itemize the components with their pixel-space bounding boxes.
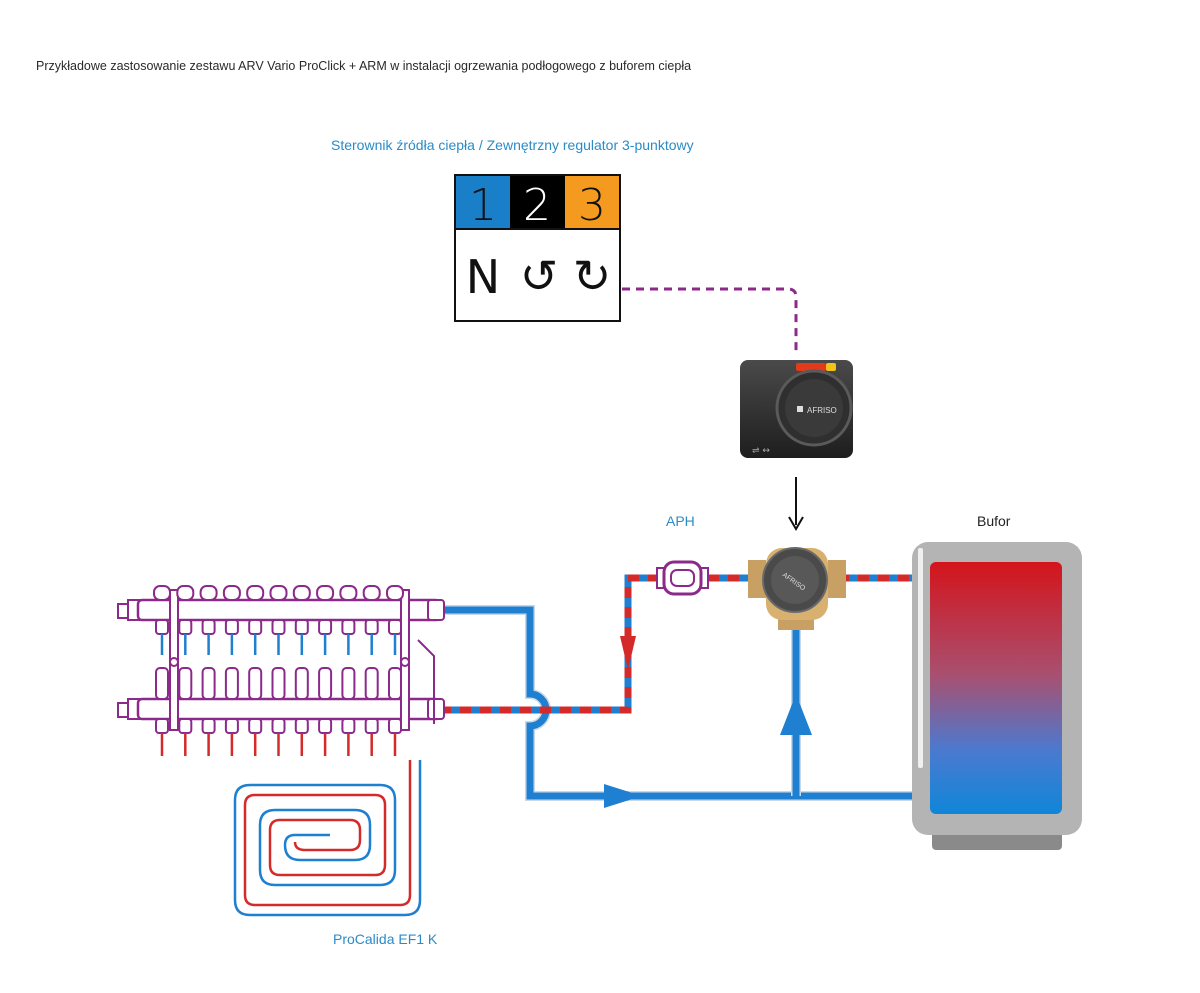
signal-line: [622, 287, 798, 355]
neutral-symbol: N: [466, 250, 500, 304]
rotate-right-icon: ↻: [573, 249, 612, 303]
actuator-brand: AFRISO: [807, 406, 837, 415]
svg-text:⇌ ↔: ⇌ ↔: [752, 446, 770, 456]
flow-arrow-right: [604, 784, 642, 808]
terminal-1-bg: [456, 176, 510, 229]
manifold: [117, 585, 445, 756]
flow-arrow-down: [620, 636, 636, 670]
rotate-left-icon: ↺: [520, 249, 559, 303]
heating-label: ProCalida EF1 K: [333, 931, 438, 947]
terminal-2-label: 2: [523, 180, 551, 231]
actuator: AFRISO ⇌ ↔: [740, 360, 853, 458]
flow-arrow-up: [780, 694, 812, 735]
manifold-outlets: [153, 585, 404, 756]
caption: Przykładowe zastosowanie zestawu ARV Var…: [36, 59, 692, 73]
aph-pump-icon: [656, 560, 709, 596]
actuator-arrow: [788, 477, 804, 531]
aph-label: APH: [666, 513, 695, 529]
controller-box: 1 2 3 N ↺ ↻: [454, 174, 621, 322]
controller-title: Sterownik źródła ciepła / Zewnętrzny reg…: [331, 137, 694, 153]
mixing-valve: AFRISO: [748, 547, 846, 630]
terminal-3-label: 3: [578, 180, 606, 231]
bufor-label: Bufor: [977, 513, 1011, 529]
buffer-tank: [912, 542, 1082, 850]
terminal-3-bg: [565, 176, 619, 229]
return-pipes: [442, 605, 912, 801]
floor-heating-coil: [233, 760, 422, 917]
terminal-1-label: 1: [469, 180, 497, 231]
terminal-2-bg: [510, 176, 565, 229]
